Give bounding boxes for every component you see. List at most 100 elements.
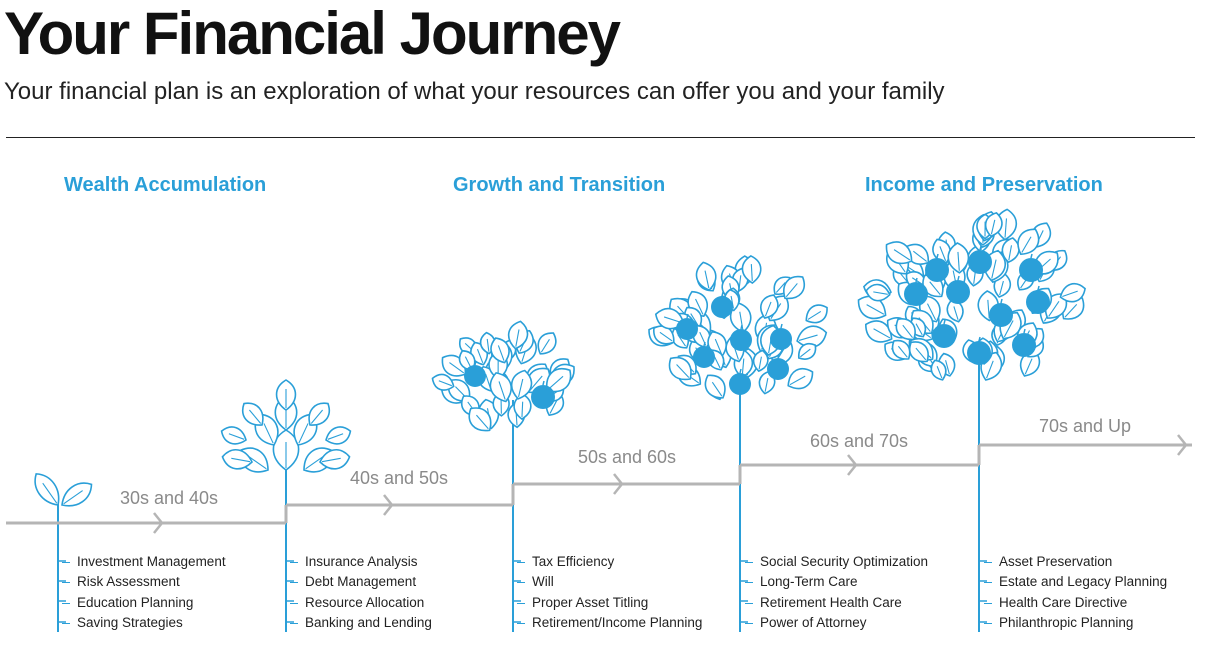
arrow-chevron [1177, 434, 1188, 456]
leaf-vein [927, 303, 937, 321]
apple-stem [957, 275, 960, 281]
leaf-vein [518, 378, 524, 398]
apple-stem [721, 291, 724, 297]
leaf [787, 368, 814, 390]
leaf-vein [987, 299, 990, 319]
leaf-vein [1024, 358, 1033, 375]
leaf [930, 359, 947, 381]
leaf [984, 212, 1003, 238]
apple-stem [703, 341, 706, 347]
trees [34, 208, 1086, 507]
leaf-vein [929, 281, 941, 296]
leaf [1017, 228, 1040, 256]
leaf-vein [529, 375, 543, 391]
leaf-vein [1003, 320, 1014, 338]
leaf-vein [476, 348, 484, 363]
leaf-vein [231, 457, 251, 463]
leaf [865, 320, 893, 343]
list-item: Health Care Directive [984, 593, 1167, 613]
leaf-vein [1021, 236, 1032, 253]
phase-wealth-accumulation: Wealth Accumulation [64, 174, 267, 196]
age-label-30s-40s: 30s and 40s [120, 488, 218, 508]
leaf-vein [263, 423, 274, 444]
list-item: Resource Allocation [290, 593, 432, 613]
leaf [741, 255, 762, 284]
apple-stem [1000, 298, 1003, 304]
leaf [510, 369, 533, 400]
leaf [431, 373, 455, 391]
leaf-vein [1004, 218, 1008, 238]
apple [770, 328, 792, 350]
list-item: Tax Efficiency [517, 552, 702, 572]
leaf-vein [915, 323, 923, 336]
leaf [468, 407, 492, 432]
leaf-vein [936, 366, 943, 379]
stage-list-50s-60s: Tax Efficiency Will Proper Asset Titling… [517, 552, 702, 634]
leaf-vein [798, 334, 818, 341]
leaf-vein [497, 345, 505, 361]
apple-stem [936, 253, 939, 259]
leaf-vein [476, 414, 489, 430]
arrow-chevron [847, 454, 858, 476]
leaf-vein [893, 249, 911, 261]
leaf-vein [800, 348, 811, 358]
leaf-vein [663, 316, 682, 324]
leaf-vein [953, 306, 959, 320]
stage-arrows [6, 434, 1192, 534]
leaf-vein [990, 219, 996, 235]
apple-stem [780, 323, 783, 329]
apple [676, 318, 698, 340]
list-item: Education Planning [62, 593, 226, 613]
apple-stem [1037, 285, 1040, 291]
leaf [909, 341, 929, 363]
leaf-vein [915, 347, 927, 361]
apple [767, 358, 789, 380]
apple [904, 282, 928, 306]
apple [968, 250, 992, 274]
list-item: Philanthropic Planning [984, 613, 1167, 633]
leaf [490, 337, 510, 364]
leaf [796, 325, 828, 348]
leaf [1001, 237, 1020, 264]
divider [6, 137, 1195, 138]
leaf-vein [540, 338, 550, 353]
leaf [275, 379, 297, 411]
tree-trunks [57, 350, 987, 632]
leaf-vein [310, 409, 324, 424]
apple [531, 385, 555, 409]
leaf [654, 307, 685, 330]
leaf-vein [873, 328, 891, 339]
leaf-vein [327, 433, 344, 440]
apple-stem [915, 277, 918, 283]
leaf-vein [945, 360, 950, 375]
leaf-vein [549, 399, 558, 414]
leaf [220, 426, 247, 445]
list-item: Social Security Optimization [745, 552, 928, 572]
arrow-chevron [613, 473, 624, 495]
apple-stem [474, 360, 477, 366]
leaf [798, 343, 817, 360]
leaf-vein [676, 364, 690, 378]
leaf [242, 402, 264, 426]
apple [989, 303, 1013, 327]
list-item: Long-Term Care [745, 572, 928, 592]
leaf-vein [999, 280, 1004, 296]
leaf-vein [713, 355, 721, 369]
leaf [857, 295, 887, 320]
leaf [760, 294, 779, 319]
list-item: Retirement Health Care [745, 593, 928, 613]
leaf-vein [741, 358, 745, 376]
list-item: Debt Management [290, 572, 432, 592]
apple [1019, 258, 1043, 282]
leaf [507, 320, 529, 350]
apple-stem [1030, 253, 1033, 259]
list-item: Asset Preservation [984, 552, 1167, 572]
leaf-vein [711, 381, 723, 397]
leaf-vein [991, 259, 997, 279]
list-item: Retirement/Income Planning [517, 613, 702, 633]
sprout-icon [34, 473, 93, 507]
sapling-icon [220, 379, 352, 473]
age-label-50s-60s: 50s and 60s [578, 447, 676, 467]
leaf [1059, 282, 1086, 303]
